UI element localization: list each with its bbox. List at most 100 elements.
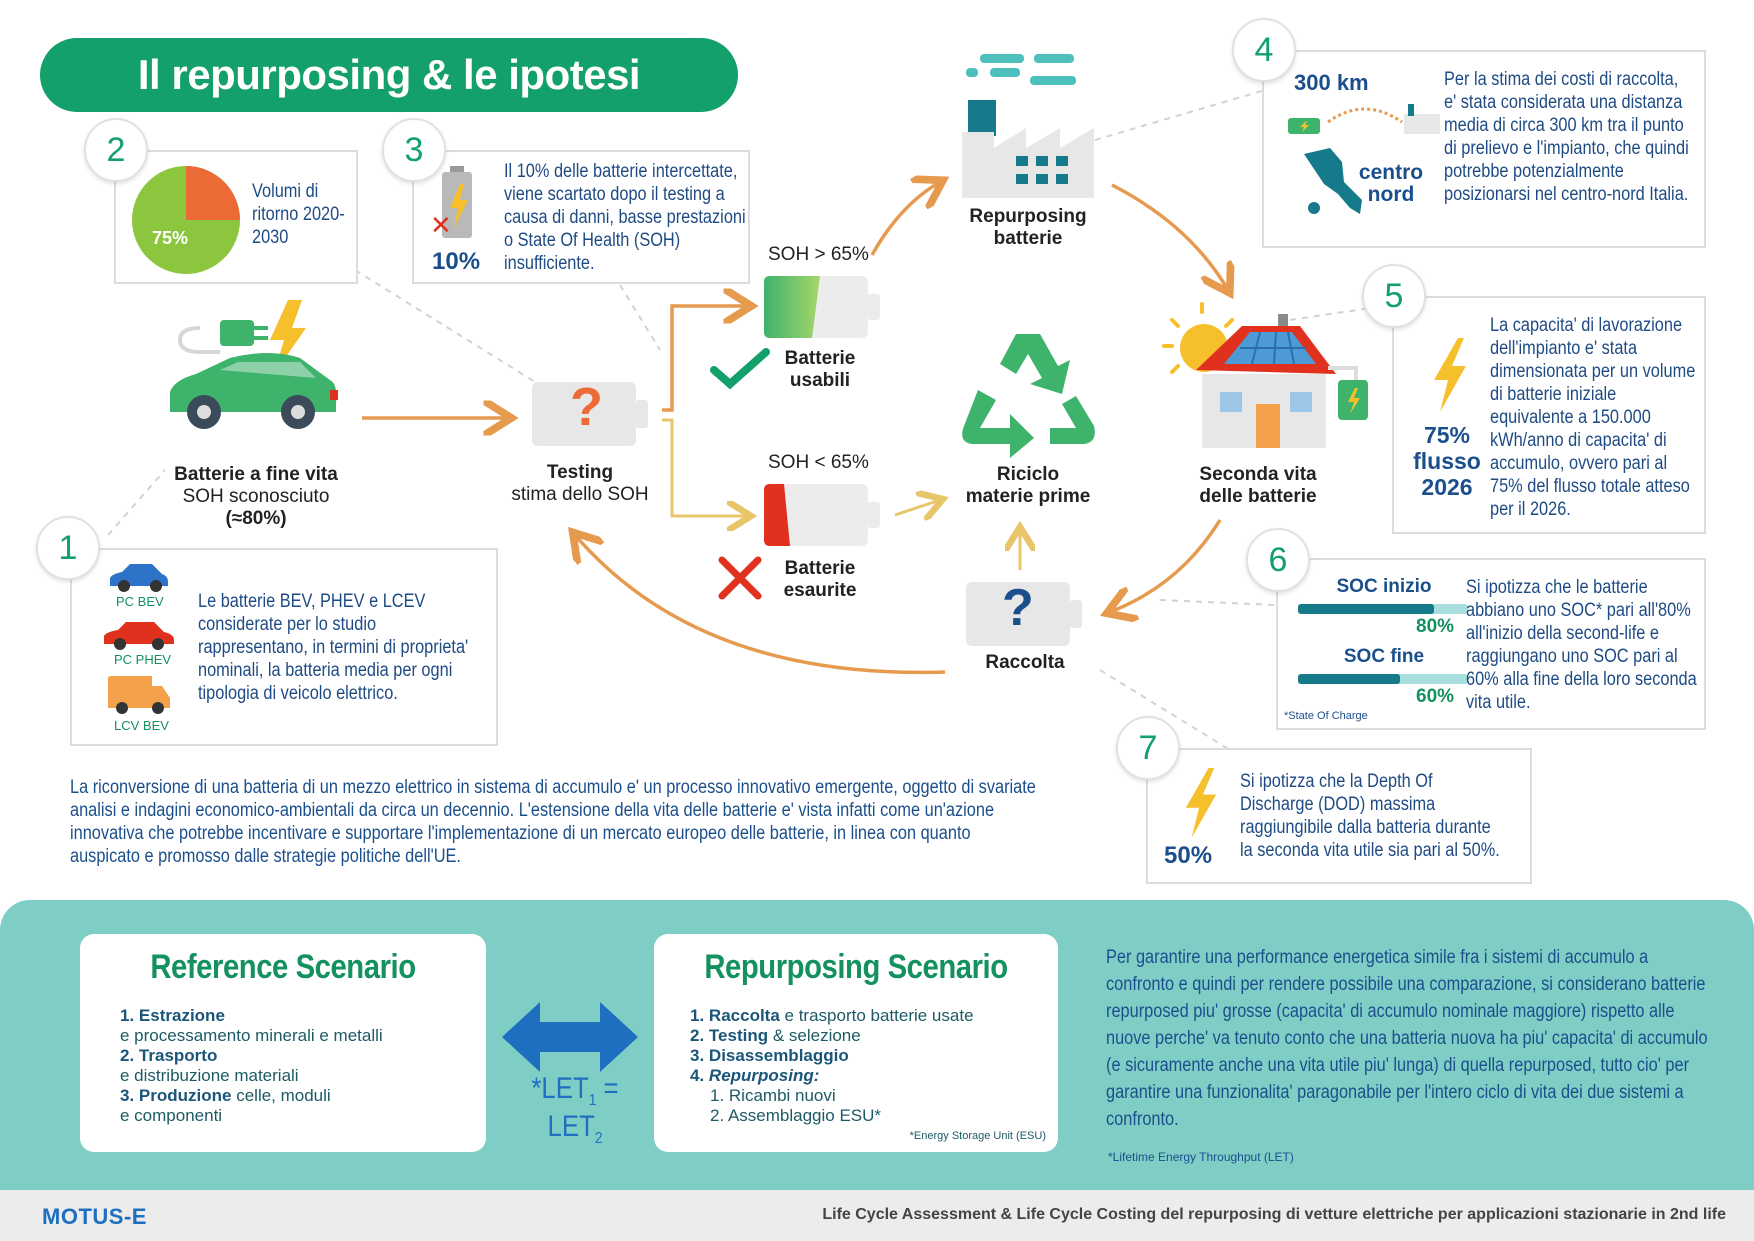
pie-chart [132,166,240,274]
testing-title: Testing [546,462,614,483]
repurposing-items: 1. Raccolta e trasporto batterie usate 2… [690,1006,1050,1126]
double-arrow-icon [502,1002,638,1072]
house-solar-icon [1162,302,1368,448]
distance-value: 300 km [1294,70,1369,95]
step-number-6: 6 [1246,528,1310,592]
recycle-icon [962,334,1095,458]
let-sub-1: 1 [588,1092,597,1109]
comparison-paragraph: Per garantire una performance energetica… [1106,947,1708,1130]
soc-start-label: SOC inizio [1336,576,1432,597]
reference-title: Reference Scenario [150,948,416,986]
soc-start-bar-fill [1298,604,1434,614]
footer: MOTUS-E Life Cycle Assessment & Life Cyc… [0,1190,1754,1241]
usable-subtitle: usabili [789,370,851,391]
box-volumi: 75% Volumi di ritorno 2020-2030 [114,150,358,284]
capacita-year: 2026 [1421,474,1473,500]
vehicle-label-lcv: LCV BEV [114,718,169,733]
box-scarto: ✕ 10% Il 10% delle batterie intercettate… [412,150,750,284]
rep-item-1-bold: Raccolta [708,1006,780,1025]
step-number-2: 2 [84,118,148,182]
let-equation: *LET1 = LET2 [511,1072,640,1148]
raccolta-label: Raccolta [985,652,1065,673]
step-number-3: 3 [382,118,446,182]
ref-item-1-num: 1. [120,1006,135,1025]
soh-low-label: SOH < 65% [768,452,869,473]
ref-item-1-bold: Estrazione [138,1006,225,1025]
second-life-title: Seconda vita [1199,464,1317,485]
rep-item-2-rest: & selezione [768,1026,861,1045]
capacita-text: La capacita' di lavorazione dell'impiant… [1490,315,1696,520]
battery-empty-icon [764,484,880,546]
box-soc: SOC inizio 80% SOC fine 60% *State Of Ch… [1276,558,1706,730]
rep-item-1-rest: e trasporto batterie usate [779,1006,974,1025]
dod-percent: 50% [1164,842,1213,869]
raccolta-question-icon: ? [1002,579,1034,637]
ref-item-3-bold: Produzione [138,1086,232,1105]
soc-text: Si ipotizza che le batterie abbiano uno … [1466,577,1697,713]
car-bev-icon [110,564,168,592]
second-life-subtitle: delle batterie [1199,486,1317,507]
capacita-flusso: flusso [1413,448,1481,474]
repurposing-item-3: 3. Disassemblaggio [690,1046,1050,1066]
capacita-percent-block: 75% flusso 2026 [1402,422,1492,500]
red-x-icon: ✕ [430,210,452,240]
cross-icon [718,556,762,600]
testing-subtitle: stima dello SOH [511,484,649,505]
soc-end-bar [1298,674,1468,684]
repurposing-title: Repurposing [969,206,1087,227]
capacita-percent: 75% [1423,422,1471,448]
footer-text: Life Cycle Assessment & Life Cycle Costi… [822,1206,1726,1223]
rep-item-2-bold: Testing [708,1026,769,1045]
pie-percent: 75% [152,228,189,248]
rep-item-2-num: 2. [690,1026,705,1045]
usable-label: Batterie usabili [770,348,870,392]
soc-footnote: *State Of Charge [1284,710,1368,722]
rep-item-3-num: 3. [690,1046,705,1065]
car-label-percent: (≈80%) [225,508,287,529]
esu-footnote: *Energy Storage Unit (ESU) [909,1130,1046,1142]
reference-item-2-desc: e distribuzione materiali [120,1066,299,1085]
electric-car-icon [170,300,338,429]
scarto-text: Il 10% delle batterie intercettate, vien… [504,161,746,274]
rep-item-4-num: 4. [690,1066,705,1085]
box-veicoli: PC BEV PC PHEV LCV BEV Le batterie BEV, … [70,548,498,746]
vehicle-label-phev: PC PHEV [114,652,172,667]
veicoli-text: Le batterie BEV, PHEV e LCEV considerate… [198,591,469,704]
step-number-4: 4 [1232,18,1296,82]
car-label-soh: SOH sconosciuto [182,486,330,507]
usable-title: Batterie [784,348,856,369]
box-raccolta-distanza: 300 km centro nord Per la stima dei cost… [1262,50,1706,248]
question-mark-icon: ? [570,377,603,437]
dead-title: Batterie [784,558,856,579]
footer-logo: MOTUS-E [42,1204,147,1229]
dead-subtitle: esaurite [783,580,857,601]
recycle-subtitle: materie prime [965,486,1091,507]
reference-item-1: 1. Estrazione [120,1006,470,1026]
ref-item-2-num: 2. [120,1046,135,1065]
let-left: *LET [531,1072,589,1105]
repurposing-scenario-card: Repurposing Scenario 1. Raccolta e trasp… [654,934,1058,1152]
soc-start-value: 80% [1416,616,1455,637]
page-title: Il repurposing & le ipotesi [40,38,738,112]
car-phev-icon [104,622,174,650]
let-sub-2: 2 [594,1130,603,1147]
soh-high-label: SOH > 65% [768,244,869,265]
repurposing-item-1: 1. Raccolta e trasporto batterie usate [690,1006,1050,1026]
second-life-label: Seconda vita delle batterie [1168,464,1348,508]
vehicle-label-bev: PC BEV [116,594,164,609]
repurposing-subitem-2: 2. Assemblaggio ESU* [710,1106,882,1125]
reference-item-3-desc: e componenti [120,1106,223,1125]
soc-start-bar [1298,604,1468,614]
soc-end-value: 60% [1416,686,1455,707]
bolt-icon-dod [1185,768,1217,838]
soc-end-bar-fill [1298,674,1400,684]
battery-full-icon [764,276,880,338]
box-dod: 50% Si ipotizza che la Depth Of Discharg… [1146,748,1532,884]
car-label: Batterie a fine vita SOH sconosciuto (≈8… [140,464,372,530]
reference-item-2: 2. Trasporto [120,1046,470,1066]
bolt-icon [1434,338,1466,412]
volumi-text: Volumi di ritorno 2020-2030 [252,181,345,248]
step-number-1: 1 [36,516,100,580]
scarto-percent: 10% [432,248,481,275]
rep-item-4-bold: Repurposing: [708,1066,820,1085]
